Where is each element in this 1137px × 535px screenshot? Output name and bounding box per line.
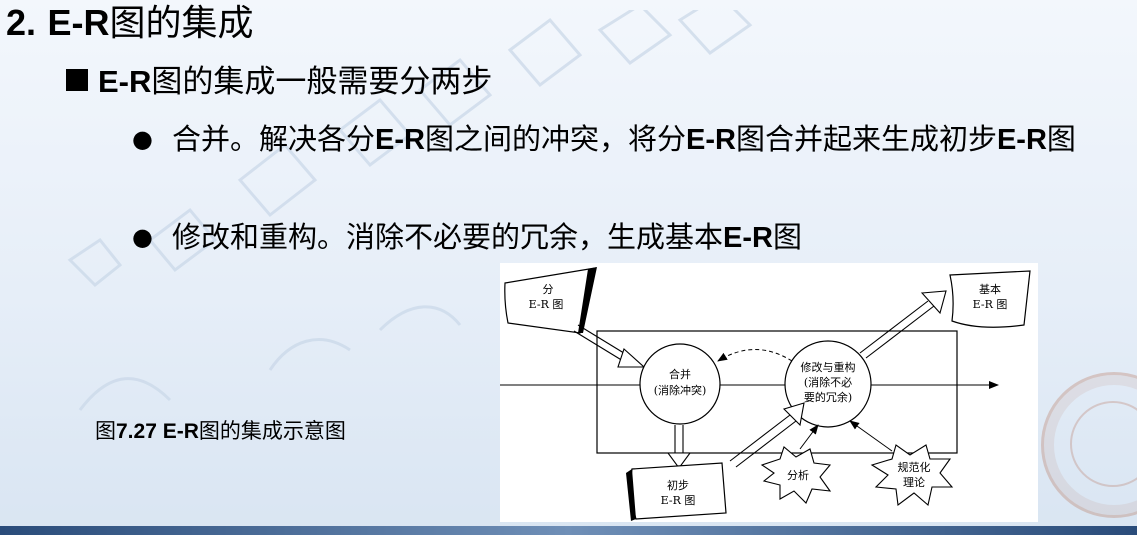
process-frame — [596, 330, 958, 454]
merge-to-initial-arrow — [666, 425, 692, 469]
analysis-arrow — [799, 424, 819, 450]
bullet-main-text: 图的集成一般需要分两步 — [151, 64, 493, 100]
university-seal — [1041, 372, 1137, 518]
diagram-svg: 分 E-R 图 合并 (消除冲突) 修改与重构 (消除不必 要的冗余) — [500, 267, 1031, 521]
bullet-main-er: E-R — [98, 64, 152, 99]
sub-bullet-merge: ● 合并。解决各分E-R图之间的冲突，将分E-R图合并起来生成初步E-R图 — [132, 120, 1124, 159]
refactor-node-line2: (消除不必 — [804, 375, 852, 389]
merge-node: 合并 (消除冲突) — [639, 343, 721, 425]
title-number: 2. — [6, 2, 37, 43]
refactor-node: 修改与重构 (消除不必 要的冗余) — [784, 340, 872, 428]
output-doc-line2: E-R 图 — [973, 298, 1008, 311]
refactor-node-line1: 修改与重构 — [801, 360, 856, 374]
input-to-merge-arrow — [573, 324, 646, 368]
circle-bullet-icon: ● — [132, 223, 153, 251]
figure-caption: 图7.27 E-R图的集成示意图 — [95, 419, 346, 443]
input-doc-line1: 分 — [543, 283, 554, 296]
feedback-arrow — [717, 349, 793, 362]
input-doc-line2: E-R 图 — [529, 298, 564, 311]
er-integration-diagram: 分 E-R 图 合并 (消除冲突) 修改与重构 (消除不必 要的冗余) — [500, 263, 1038, 522]
circle-bullet-icon: ● — [132, 125, 153, 153]
slide-title: 2. E-R图的集成 — [6, 2, 254, 45]
merge-node-line2: (消除冲突) — [654, 383, 707, 397]
theory-label-line1: 规范化 — [898, 460, 931, 474]
input-document: 分 E-R 图 — [504, 267, 597, 334]
title-text: 图的集成 — [109, 3, 254, 44]
sub-bullet-refactor: ● 修改和重构。消除不必要的冗余，生成基本E-R图 — [132, 218, 1124, 257]
square-bullet-icon — [66, 69, 88, 91]
refactor-to-output-arrow — [859, 290, 947, 359]
theory-burst: 规范化 理论 — [870, 444, 954, 507]
bottom-bar — [0, 526, 1137, 535]
output-doc-line1: 基本 — [979, 282, 1001, 296]
refactor-node-line3: 要的冗余) — [804, 390, 852, 404]
initial-document: 初步 E-R 图 — [626, 462, 727, 521]
merge-node-line1: 合并 — [669, 367, 691, 381]
sub-bullet-refactor-text: 修改和重构。消除不必要的冗余，生成基本E-R图 — [172, 220, 802, 254]
bullet-main: E-R图的集成一般需要分两步 — [66, 62, 492, 102]
initial-doc-line2: E-R 图 — [661, 494, 696, 507]
theory-label-line2: 理论 — [903, 475, 925, 489]
sub-bullet-merge-text: 合并。解决各分E-R图之间的冲突，将分E-R图合并起来生成初步E-R图 — [172, 122, 1076, 156]
initial-doc-line1: 初步 — [667, 478, 689, 492]
analysis-burst: 分析 — [760, 446, 832, 504]
output-document: 基本 E-R 图 — [949, 270, 1031, 328]
analysis-label: 分析 — [787, 468, 809, 482]
title-er: E-R — [47, 2, 110, 43]
initial-to-refactor-arrow — [729, 402, 805, 468]
theory-arrow — [849, 420, 893, 452]
